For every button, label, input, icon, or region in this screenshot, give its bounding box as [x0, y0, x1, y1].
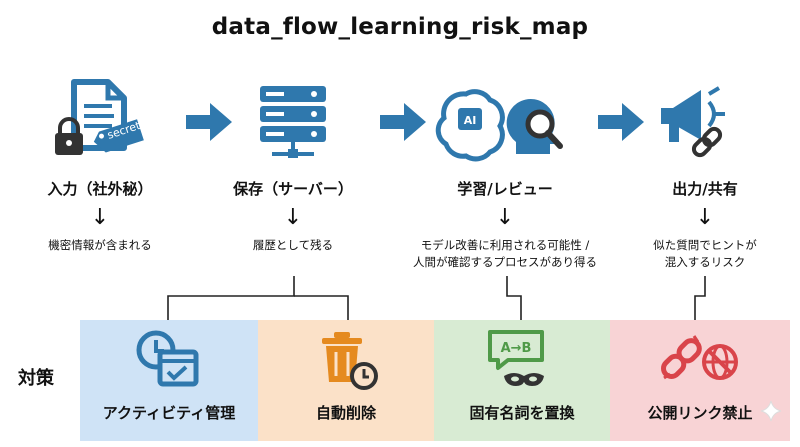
confidential-document-lock-icon: secret — [55, 79, 144, 155]
countermeasure-label-auto-delete: 自動削除 — [315, 404, 376, 422]
stage-note-learning-line2: 人間が確認するプロセスがあり得る — [413, 255, 597, 269]
countermeasure-label-no-public-links: 公開リンク禁止 — [647, 404, 753, 422]
stage-note-input: 機密情報が含まれる — [48, 238, 152, 252]
down-arrow-2: ↓ — [283, 205, 303, 230]
down-arrow-3: ↓ — [495, 205, 515, 230]
broken-link-globe-icon — [661, 335, 738, 380]
flow-arrow-1 — [186, 103, 232, 141]
stage-label-output-share: 出力/共有 — [672, 180, 738, 198]
server-icon — [260, 86, 326, 158]
ai-brain-review-icon: AI — [435, 89, 563, 162]
flow-arrow-3 — [598, 103, 644, 141]
stage-label-storage: 保存（サーバー） — [233, 180, 353, 198]
stage-label-learning-review: 学習/レビュー — [457, 180, 553, 198]
page-title: data_flow_learning_risk_map — [211, 14, 589, 40]
stage-label-input: 入力（社外秘） — [47, 180, 153, 198]
stage-note-storage: 履歴として残る — [252, 238, 334, 252]
sparkle-icon — [760, 400, 782, 422]
ai-chip-text: AI — [464, 114, 477, 127]
countermeasure-panel-no-public-links: 公開リンク禁止 — [610, 320, 790, 441]
megaphone-link-icon — [661, 86, 725, 158]
countermeasure-panel-activity: アクティビティ管理 — [80, 320, 258, 441]
stage-note-output-line1: 似た質問でヒントが — [653, 238, 757, 252]
trash-timer-icon — [322, 332, 378, 390]
countermeasure-label-replace-names: 固有名詞を置換 — [469, 404, 575, 422]
down-arrow-1: ↓ — [90, 205, 110, 230]
countermeasure-panel-auto-delete: 自動削除 — [258, 320, 434, 441]
countermeasure-heading: 対策 — [18, 368, 54, 389]
down-arrow-4: ↓ — [695, 205, 715, 230]
flow-arrow-2 — [380, 103, 426, 141]
replace-chip-text: A→B — [501, 341, 532, 356]
translate-mask-icon: A→B — [488, 330, 544, 386]
stage-note-output-line2: 混入するリスク — [664, 255, 746, 269]
countermeasure-label-activity: アクティビティ管理 — [102, 404, 236, 422]
stage-note-learning-line1: モデル改善に利用される可能性 / — [420, 238, 590, 252]
clock-calendar-icon — [136, 330, 199, 387]
countermeasure-panel-replace-names: A→B 固有名詞を置換 — [434, 320, 610, 441]
